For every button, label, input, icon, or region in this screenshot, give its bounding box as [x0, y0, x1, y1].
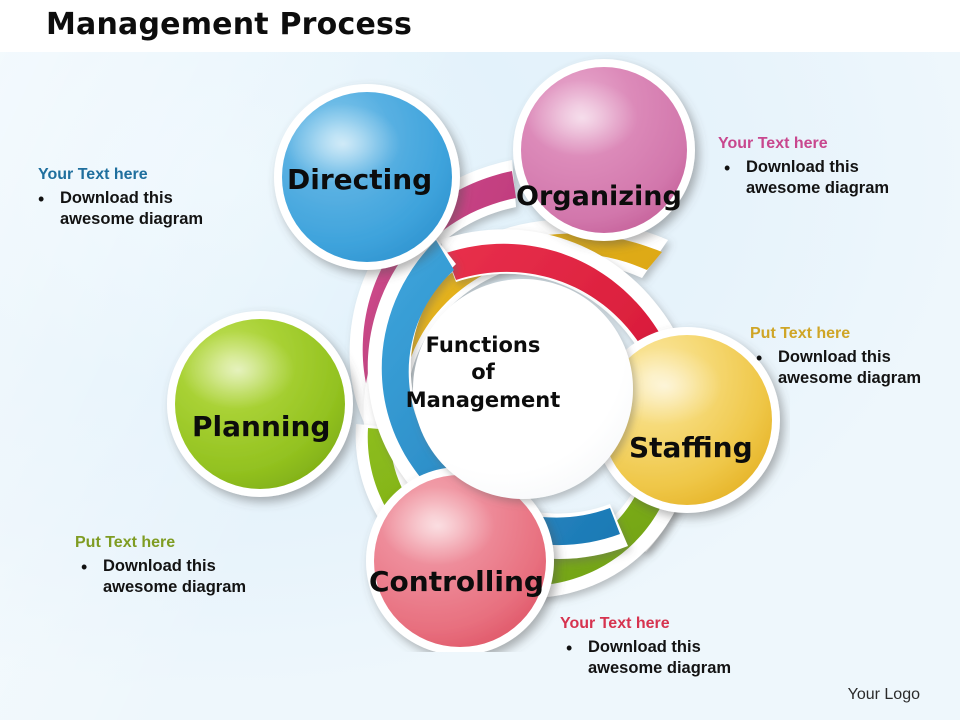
bullet-icon: • — [566, 637, 573, 658]
callout-controlling-body: • Download this awesome diagram — [566, 637, 775, 680]
petal-organizing — [513, 59, 695, 241]
callout-organizing-heading: Your Text here — [718, 135, 828, 152]
callout-organizing-text: Download this awesome diagram — [746, 157, 889, 200]
center-disc — [413, 279, 633, 499]
petal-staffing — [594, 327, 780, 513]
callout-organizing-line2: awesome diagram — [746, 179, 890, 198]
callout-staffing-heading: Put Text here — [750, 325, 851, 342]
callout-planning-heading: Put Text here — [75, 534, 176, 551]
callout-controlling-line2: awesome diagram — [588, 659, 732, 678]
logo-placeholder: Your Logo — [847, 686, 920, 703]
title-band: Management Process — [0, 0, 960, 52]
callout-planning-text: Download this awesome diagram — [103, 556, 246, 599]
petal-directing — [274, 84, 460, 270]
petal-controlling — [366, 467, 554, 652]
bullet-icon: • — [38, 188, 45, 209]
callout-staffing: Put Text here • Download this awesome di… — [750, 325, 960, 389]
management-process-diagram — [160, 32, 790, 652]
callout-controlling: Your Text here • Download this awesome d… — [560, 615, 775, 679]
callout-planning-line2: awesome diagram — [103, 578, 247, 597]
callout-directing-heading: Your Text here — [38, 166, 148, 183]
callout-controlling-line1: Download this — [588, 637, 701, 656]
callout-planning-body: • Download this awesome diagram — [81, 556, 290, 599]
petal-bulbs — [167, 59, 780, 652]
arm-controlling — [440, 229, 699, 553]
callout-organizing-line1: Download this — [746, 157, 859, 176]
bullet-icon: • — [756, 347, 763, 368]
page-title: Management Process — [46, 7, 413, 42]
bullet-icon: • — [724, 157, 731, 178]
petal-planning — [167, 311, 353, 497]
callout-staffing-line1: Download this — [778, 347, 891, 366]
callout-staffing-text: Download this awesome diagram — [778, 347, 921, 390]
callout-controlling-text: Download this awesome diagram — [588, 637, 731, 680]
callout-directing-text: Download this awesome diagram — [60, 188, 203, 231]
callout-controlling-heading: Your Text here — [560, 615, 670, 632]
callout-organizing: Your Text here • Download this awesome d… — [718, 135, 943, 199]
callout-staffing-line2: awesome diagram — [778, 369, 922, 388]
callout-directing-line2: awesome diagram — [60, 210, 204, 229]
callout-planning: Put Text here • Download this awesome di… — [75, 534, 290, 598]
callout-directing-body: • Download this awesome diagram — [38, 188, 248, 231]
bullet-icon: • — [81, 556, 88, 577]
callout-organizing-body: • Download this awesome diagram — [724, 157, 943, 200]
callout-planning-line1: Download this — [103, 556, 216, 575]
callout-directing-line1: Download this — [60, 188, 173, 207]
callout-directing: Your Text here • Download this awesome d… — [38, 166, 248, 230]
callout-staffing-body: • Download this awesome diagram — [756, 347, 960, 390]
